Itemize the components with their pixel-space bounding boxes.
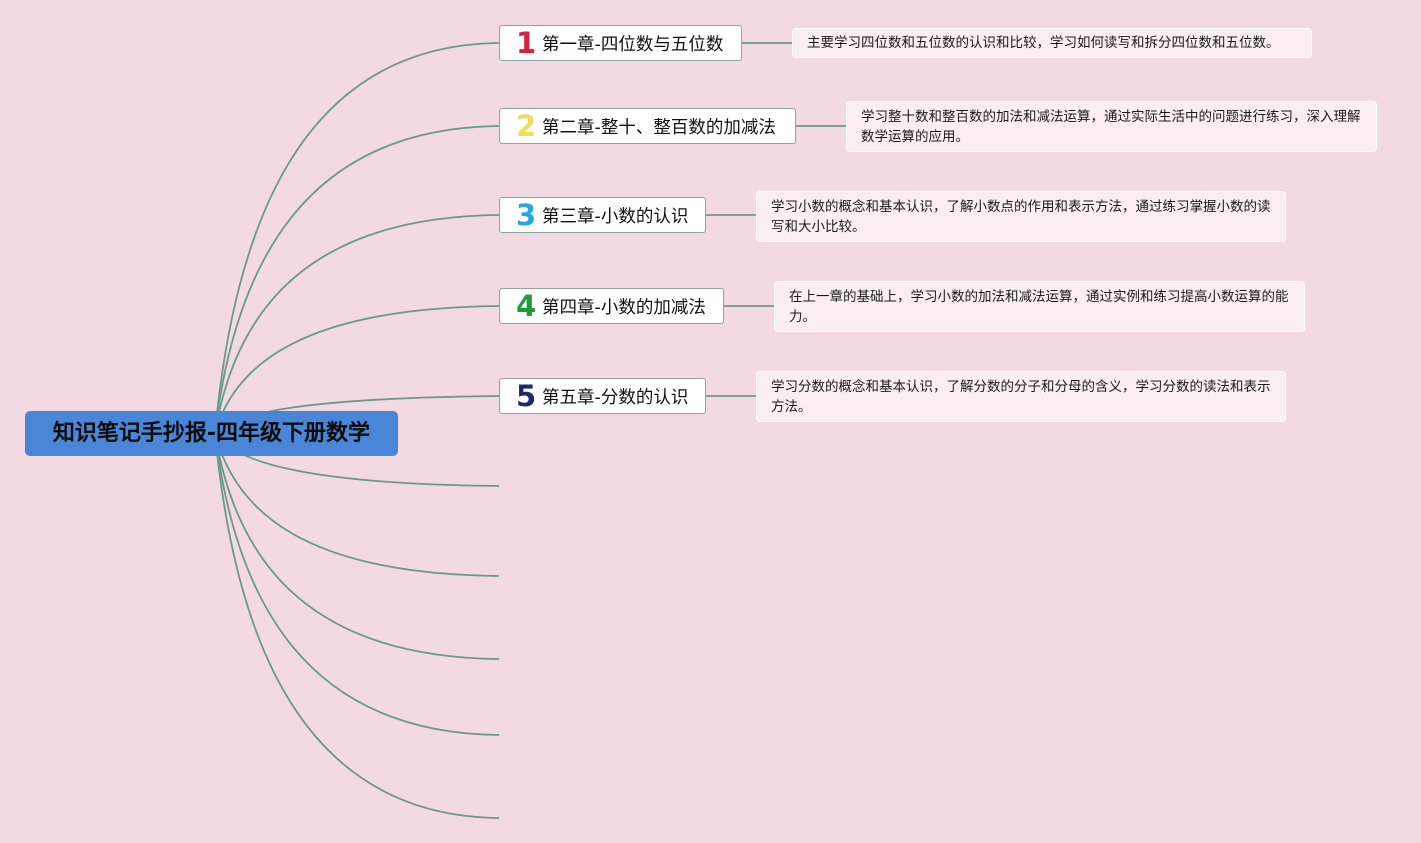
chapter-description-1[interactable]: 主要学习四位数和五位数的认识和比较，学习如何读写和拆分四位数和五位数。 xyxy=(792,28,1312,58)
chapter-node-3[interactable]: 3 第三章-小数的认识 xyxy=(499,197,706,233)
description-text: 学习分数的概念和基本认识，了解分数的分子和分母的含义，学习分数的读法和表示方法。 xyxy=(771,378,1271,415)
branch-curve-4 xyxy=(214,305,500,434)
number-3-icon: 3 xyxy=(516,198,537,232)
description-text: 学习小数的概念和基本认识，了解小数点的作用和表示方法，通过练习掌握小数的读写和大… xyxy=(771,198,1271,235)
chapter-title: 第三章-小数的认识 xyxy=(542,206,689,227)
chapter-title: 第四章-小数的加减法 xyxy=(542,297,706,318)
chapter-title: 第一章-四位数与五位数 xyxy=(542,34,724,55)
branch-curve-10 xyxy=(214,432,500,819)
branch-curve-1 xyxy=(214,42,500,434)
branch-curve-3 xyxy=(214,214,500,434)
chapter-title: 第二章-整十、整百数的加减法 xyxy=(542,117,776,138)
branch-curve-7 xyxy=(214,432,500,577)
number-2-icon: 2 xyxy=(516,109,537,143)
number-1-icon: 1 xyxy=(516,26,537,60)
chapter-node-2[interactable]: 2 第二章-整十、整百数的加减法 xyxy=(499,108,796,144)
branch-curve-8 xyxy=(214,432,500,660)
chapter-title: 第五章-分数的认识 xyxy=(542,387,689,408)
number-4-icon: 4 xyxy=(516,289,537,323)
chapter-node-5[interactable]: 5 第五章-分数的认识 xyxy=(499,378,706,414)
description-text: 学习整十数和整百数的加法和减法运算，通过实际生活中的问题进行练习，深入理解数学运… xyxy=(861,108,1361,145)
chapter-node-1[interactable]: 1 第一章-四位数与五位数 xyxy=(499,25,742,61)
branch-curve-2 xyxy=(214,125,500,434)
description-text: 主要学习四位数和五位数的认识和比较，学习如何读写和拆分四位数和五位数。 xyxy=(807,35,1280,51)
chapter-description-2[interactable]: 学习整十数和整百数的加法和减法运算，通过实际生活中的问题进行练习，深入理解数学运… xyxy=(846,101,1377,152)
branch-curve-9 xyxy=(214,432,500,736)
chapter-description-3[interactable]: 学习小数的概念和基本认识，了解小数点的作用和表示方法，通过练习掌握小数的读写和大… xyxy=(756,191,1286,242)
chapter-description-5[interactable]: 学习分数的概念和基本认识，了解分数的分子和分母的含义，学习分数的读法和表示方法。 xyxy=(756,371,1286,422)
description-text: 在上一章的基础上，学习小数的加法和减法运算，通过实例和练习提高小数运算的能力。 xyxy=(789,288,1289,325)
number-5-icon: 5 xyxy=(516,379,537,413)
root-topic[interactable]: 知识笔记手抄报-四年级下册数学 xyxy=(25,411,398,456)
chapter-description-4[interactable]: 在上一章的基础上，学习小数的加法和减法运算，通过实例和练习提高小数运算的能力。 xyxy=(774,281,1305,332)
root-title: 知识笔记手抄报-四年级下册数学 xyxy=(52,421,371,446)
chapter-node-4[interactable]: 4 第四章-小数的加减法 xyxy=(499,288,724,324)
